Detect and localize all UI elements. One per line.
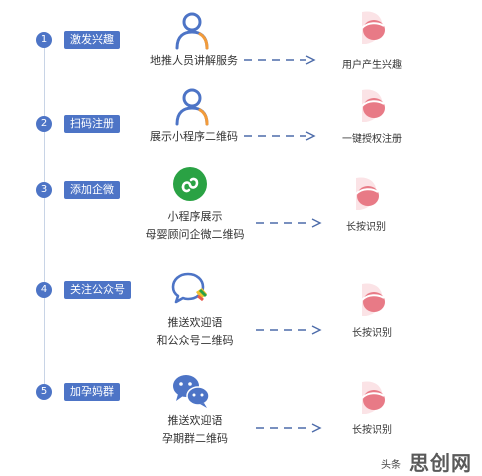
- pregnant-belly-icon: [352, 280, 392, 320]
- step-5-arrow: [256, 423, 322, 433]
- step-5-description-line-1: 推送欢迎语: [167, 414, 223, 427]
- step-3-arrow: [256, 218, 322, 228]
- step-2-result: 一键授权注册: [342, 134, 402, 145]
- step-4-tag: 关注公众号: [64, 281, 131, 299]
- step-4-description-line-2: 和公众号二维码: [156, 334, 234, 347]
- step-3-tag: 添加企微: [64, 181, 120, 199]
- step-3-result: 长按识别: [346, 222, 386, 233]
- person-icon: [172, 86, 212, 128]
- step-5-tag: 加孕妈群: [64, 383, 120, 401]
- step-5-result: 长按识别: [352, 425, 392, 436]
- step-4-number: 4: [36, 282, 52, 298]
- step-1-description-line: 地推人员讲解服务: [150, 54, 238, 67]
- step-2-number: 2: [36, 116, 52, 132]
- step-5-description: 推送欢迎语 孕期群二维码: [140, 412, 250, 448]
- step-1-number: 1: [36, 32, 52, 48]
- watermark-logo: 思创网: [409, 451, 472, 475]
- pregnant-belly-icon: [346, 174, 386, 214]
- pregnant-belly-icon: [352, 8, 392, 48]
- step-4-description-line-1: 推送欢迎语: [167, 316, 223, 329]
- step-4-description: 推送欢迎语 和公众号二维码: [140, 314, 250, 350]
- step-1-description: 地推人员讲解服务: [146, 52, 242, 70]
- step-2-tag: 扫码注册: [64, 115, 120, 133]
- step-1-result: 用户产生兴趣: [342, 60, 402, 71]
- step-1-arrow: [244, 55, 316, 65]
- mini-program-icon: [172, 166, 208, 202]
- person-icon: [172, 10, 212, 52]
- step-5-number: 5: [36, 384, 52, 400]
- step-2-description-line: 展示小程序二维码: [150, 130, 238, 143]
- timeline-line: [44, 42, 45, 392]
- step-2-description: 展示小程序二维码: [146, 128, 242, 146]
- chat-bubble-icon: [170, 270, 212, 306]
- step-4-arrow: [256, 325, 322, 335]
- group-chat-icon: [170, 372, 212, 410]
- step-1-tag: 激发兴趣: [64, 31, 120, 49]
- pregnant-belly-icon: [352, 86, 392, 126]
- pregnant-belly-icon: [352, 378, 392, 418]
- step-3-description-line-1: 小程序展示: [167, 210, 223, 223]
- step-3-description-line-2: 母婴顾问企微二维码: [145, 228, 245, 241]
- watermark-prefix: 头条: [381, 460, 401, 471]
- step-3-description: 小程序展示 母婴顾问企微二维码: [140, 208, 250, 244]
- step-5-description-line-2: 孕期群二维码: [162, 432, 228, 445]
- step-2-arrow: [244, 131, 316, 141]
- step-3-number: 3: [36, 182, 52, 198]
- step-4-result: 长按识别: [352, 328, 392, 339]
